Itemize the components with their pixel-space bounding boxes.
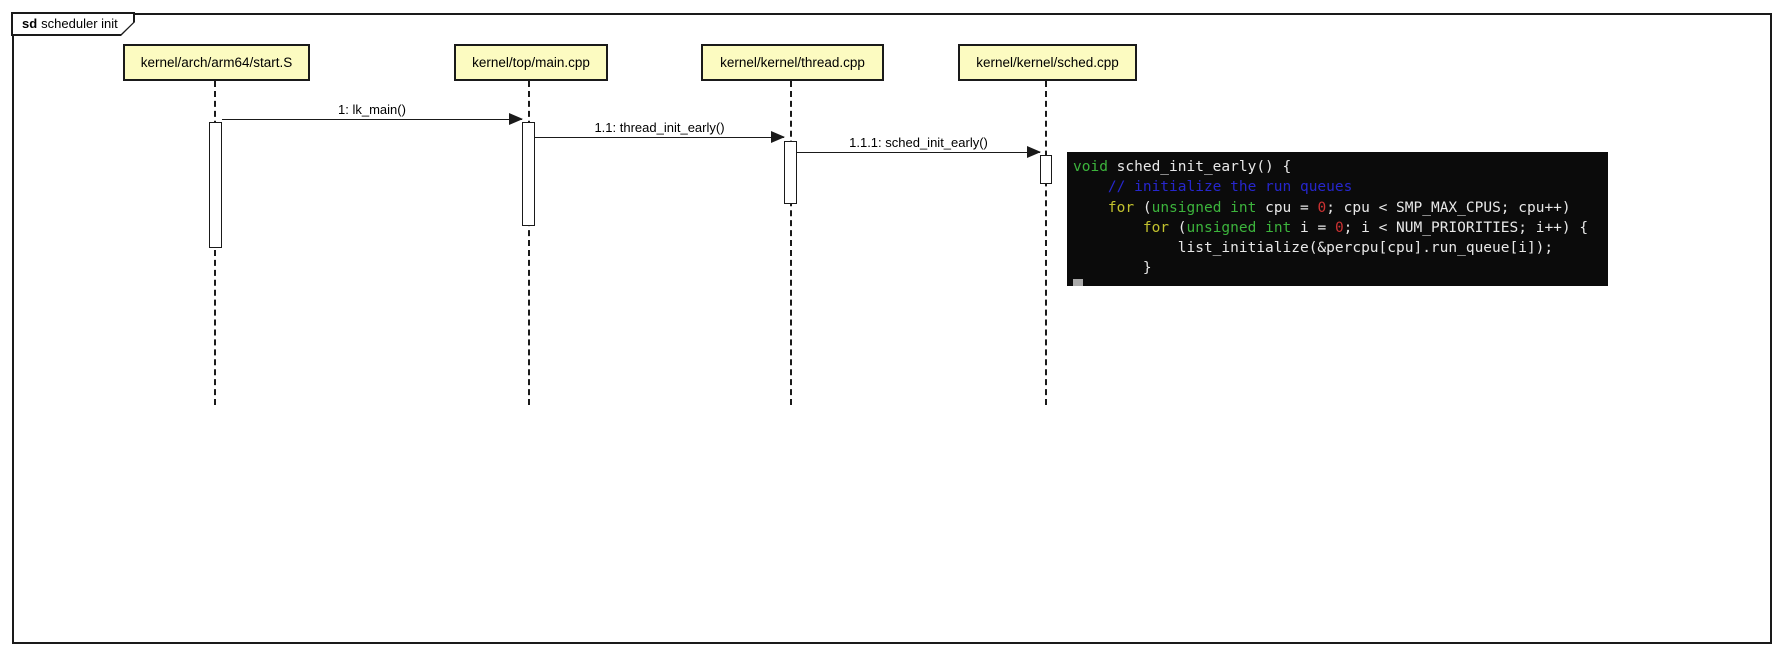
activation-bar-sched-cpp — [1040, 155, 1052, 184]
activation-bar-start-s — [209, 122, 222, 248]
lifeline-head-start-s: kernel/arch/arm64/start.S — [123, 44, 310, 81]
activation-bar-main-cpp — [522, 122, 535, 226]
lifeline-head-main-cpp: kernel/top/main.cpp — [454, 44, 608, 81]
lifeline-sched-cpp — [1045, 81, 1047, 405]
lifeline-main-cpp — [528, 81, 530, 405]
lifeline-head-label: kernel/kernel/thread.cpp — [720, 55, 865, 70]
frame-title: scheduler init — [41, 16, 118, 31]
activation-bar-thread-cpp — [784, 141, 797, 204]
message-line — [797, 146, 1041, 158]
message-line — [535, 131, 785, 143]
diagram-frame — [12, 13, 1772, 644]
arrowhead-icon — [771, 131, 785, 143]
message-label: 1.1: thread_init_early() — [594, 120, 725, 135]
lifeline-head-sched-cpp: kernel/kernel/sched.cpp — [958, 44, 1137, 81]
message-sched-init-early: 1.1.1: sched_init_early() — [797, 135, 1041, 158]
message-label: 1.1.1: sched_init_early() — [849, 135, 988, 150]
lifeline-head-label: kernel/top/main.cpp — [472, 55, 590, 70]
message-line — [222, 113, 523, 125]
lifeline-head-thread-cpp: kernel/kernel/thread.cpp — [701, 44, 884, 81]
arrowhead-icon — [509, 113, 523, 125]
lifeline-thread-cpp — [790, 81, 792, 405]
lifeline-head-label: kernel/arch/arm64/start.S — [140, 55, 293, 70]
message-thread-init-early: 1.1: thread_init_early() — [535, 120, 785, 143]
code-lines: void sched_init_early() { // initialize … — [1073, 159, 1589, 277]
code-panel: void sched_init_early() { // initialize … — [1067, 152, 1608, 286]
frame-keyword: sd — [22, 16, 38, 31]
message-lk-main: 1: lk_main() — [222, 102, 523, 125]
message-label: 1: lk_main() — [338, 102, 406, 117]
arrowhead-icon — [1027, 146, 1041, 158]
terminal-cursor — [1073, 279, 1083, 286]
lifeline-head-label: kernel/kernel/sched.cpp — [976, 55, 1119, 70]
